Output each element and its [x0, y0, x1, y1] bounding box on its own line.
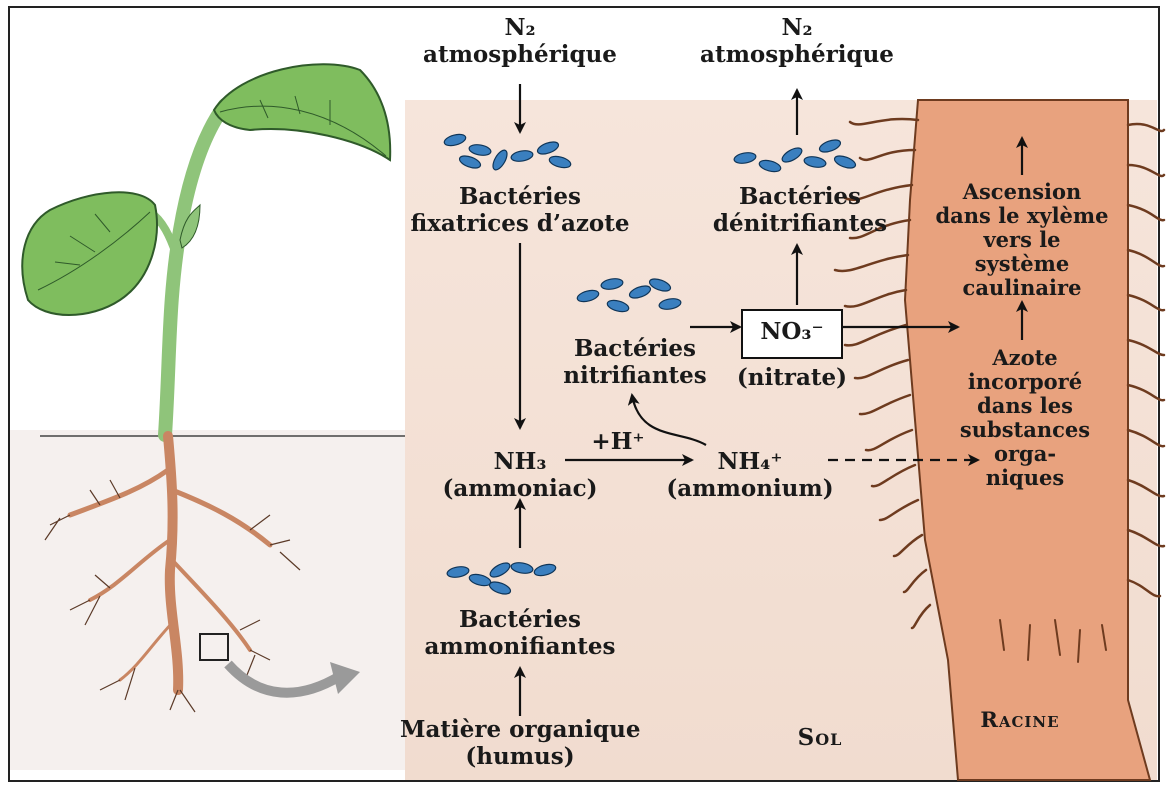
root-label: Racine [960, 708, 1080, 732]
nitrate-formula: NO₃⁻ [742, 318, 842, 345]
plant-illustration [10, 64, 405, 770]
incorporation-label: Azote incorporé dans les substances orga… [950, 346, 1100, 490]
ammonia-label: NH₃(ammoniac) [425, 448, 615, 502]
nitrate-name: (nitrate) [730, 364, 854, 391]
soil-label: Sol [770, 724, 870, 751]
ammonium-label: NH₄⁺(ammonium) [660, 448, 840, 502]
proton-label: +H⁺ [578, 428, 658, 455]
organic-matter-label: Matière organique(humus) [400, 716, 640, 770]
ascension-label: Ascension dans le xylème vers le système… [930, 180, 1114, 300]
